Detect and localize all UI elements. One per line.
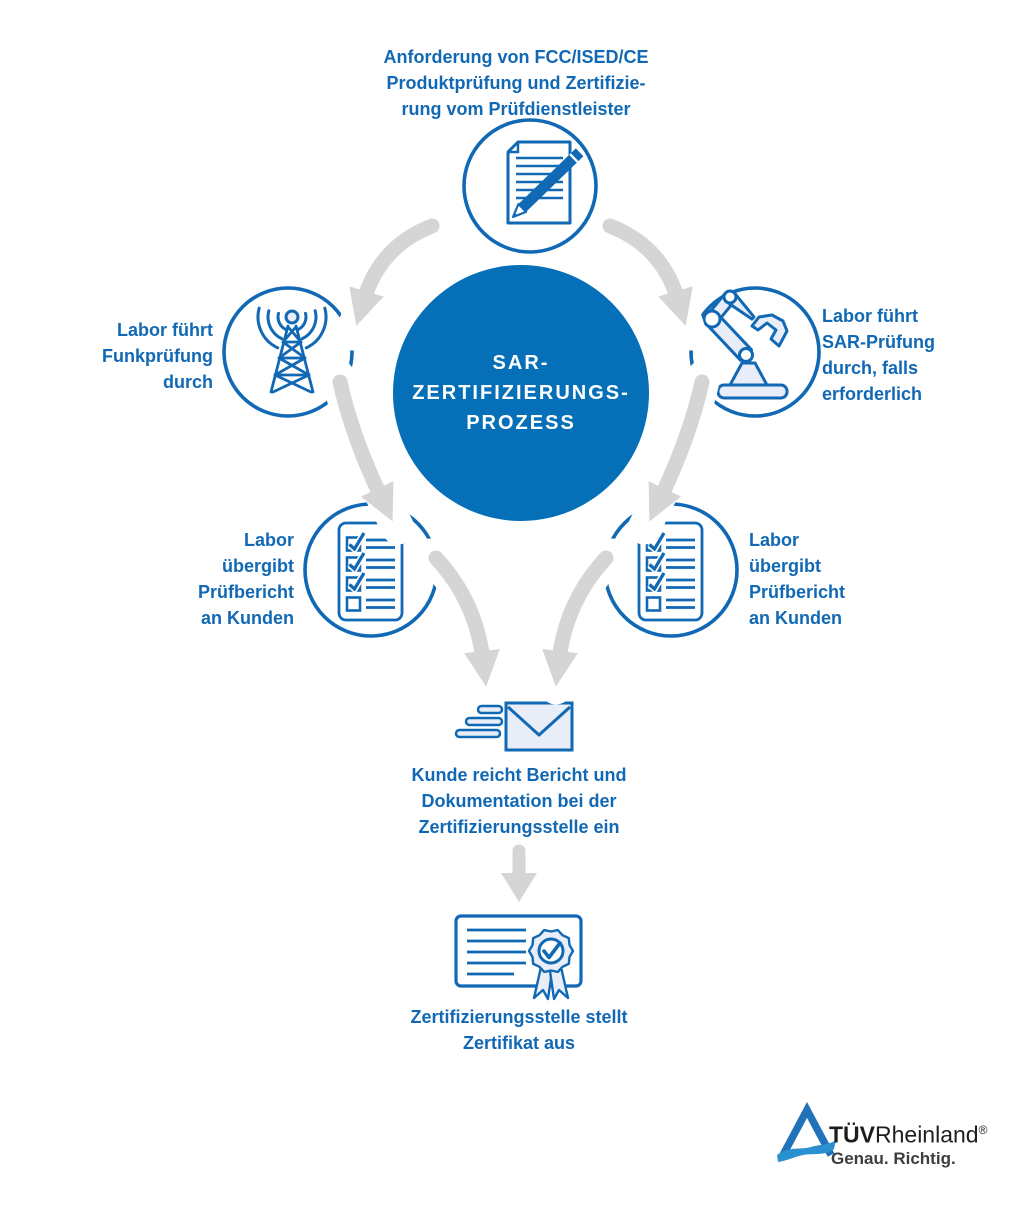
radio-test-label: Labor führt Funkprüfung durch <box>102 320 213 392</box>
logo-registered-mark: ® <box>978 1123 988 1137</box>
sar-test-label: Labor führt SAR-Prüfung durch, falls erf… <box>822 306 935 404</box>
arrow-submit-to-certificate <box>501 844 537 902</box>
logo-tuv: TÜV <box>829 1121 875 1148</box>
flow-arrows <box>321 205 721 902</box>
robot-arm-icon <box>702 289 789 400</box>
logo-swoosh <box>777 1140 836 1162</box>
certificate-label: Zertifizierungsstelle stellt Zertifikat … <box>410 1007 628 1053</box>
logo-tagline: Genau. Richtig. <box>831 1149 956 1168</box>
arrow-report-left-to-submit <box>428 550 500 687</box>
logo-wordmark: TÜVRheinland® <box>829 1117 987 1148</box>
arrow-report-right-to-submit <box>542 550 614 687</box>
center-title: SAR- ZERTIFIZIERUNGS- PROZESS <box>412 352 630 434</box>
logo-rheinland: Rheinland <box>875 1121 979 1148</box>
submit-label: Kunde reicht Bericht und Dokumentation b… <box>411 765 627 837</box>
radio-tower-icon <box>256 306 328 394</box>
report-left-label: Labor übergibt Prüfbericht an Kunden <box>197 530 294 628</box>
certificate-seal-icon <box>454 914 583 1001</box>
arrow-sar-to-report <box>648 374 710 522</box>
document-pencil-icon <box>506 140 584 225</box>
tuv-rheinland-logo-icon <box>777 1102 836 1162</box>
arrow-radio-to-report <box>332 374 394 522</box>
arrow-request-to-radio <box>349 218 440 326</box>
report-right-label: Labor übergibt Prüfbericht an Kunden <box>749 530 846 628</box>
envelope-speed-icon <box>454 701 574 752</box>
request-label: Anforderung von FCC/ISED/CE Produktprüfu… <box>383 47 649 119</box>
center-circle <box>393 265 649 521</box>
logo-triangle <box>779 1102 835 1157</box>
arrow-request-to-sar <box>602 218 693 326</box>
